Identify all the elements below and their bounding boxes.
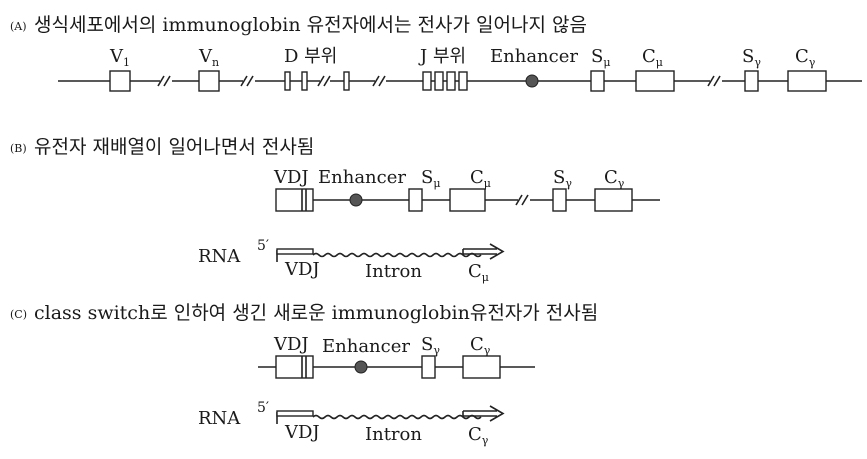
panel-b-tag: (B) [10,142,27,155]
segment-c-mu [449,188,486,212]
rna-transcript-b: RNA 5′ VDJ Intron Cμ [198,238,505,284]
segments-j [422,71,468,91]
panel-a-title: 생식세포에서의 immunoglobin 유전자에서는 전사가 일어나지 않음 [34,14,587,36]
segment-c-gamma [594,188,633,212]
enhancer-dot [349,193,363,207]
segment-c-mu [635,70,675,92]
label-s-mu: Sμ [421,167,441,190]
label-vn: Vn [198,46,219,69]
panel-a-tag: (A) [10,20,27,33]
segment-s-gamma [552,188,567,212]
segment-v1 [109,70,131,92]
enhancer-dot [525,74,539,88]
panel-c-tag: (C) [10,308,27,321]
label-c-gamma: Cγ [604,167,625,190]
label-d-region: D 부위 [284,46,337,67]
label-s-gamma: Sγ [421,334,440,357]
rna-vdj-label: VDJ [284,259,320,280]
segment-s-gamma [744,70,759,92]
segment-vdj [275,188,314,212]
segment-vdj [275,355,314,379]
panel-c-title: class switch로 인하여 생긴 새로운 immunoglobin유전자… [34,302,598,324]
label-enhancer: Enhancer [322,336,410,357]
label-enhancer: Enhancer [318,167,406,188]
segment-s-mu [590,70,605,92]
five-prime-label: 5′ [257,238,269,254]
segment-vn [198,70,220,92]
segment-s-mu [408,188,423,212]
panel-b: (B) 유전자 재배열이 일어나면서 전사됨 VDJ Enhancer Sμ C… [10,136,660,284]
panel-b-title: 유전자 재배열이 일어나면서 전사됨 [34,136,314,158]
label-vdj: VDJ [273,167,309,188]
label-s-gamma: Sγ [553,167,572,190]
label-enhancer: Enhancer [490,46,578,67]
label-s-mu: Sμ [591,46,611,69]
segments-d [284,71,350,91]
rna-label: RNA [198,408,241,429]
label-s-gamma: Sγ [742,46,761,69]
label-c-mu: Cμ [642,46,663,69]
label-vdj: VDJ [273,334,309,355]
rna-intron-label: Intron [365,261,422,282]
panel-a: (A) 생식세포에서의 immunoglobin 유전자에서는 전사가 일어나지… [10,14,862,92]
segment-c-gamma [787,70,827,92]
rna-intron-label: Intron [365,424,422,445]
label-v1: V1 [109,46,130,69]
segment-c-gamma [462,355,501,379]
five-prime-label: 5′ [257,400,269,416]
enhancer-dot [354,360,368,374]
rna-label: RNA [198,246,241,267]
panel-c: (C) class switch로 인하여 생긴 새로운 immunoglobi… [10,302,598,447]
label-c-gamma: Cγ [795,46,816,69]
rna-c-label: Cγ [468,424,489,447]
segment-s-gamma [421,355,436,379]
label-j-region: J 부위 [418,46,466,67]
rna-vdj-label: VDJ [284,422,320,443]
rna-c-label: Cμ [468,261,489,284]
label-c-gamma: Cγ [470,334,491,357]
label-c-mu: Cμ [470,167,491,190]
rna-transcript-c: RNA 5′ VDJ Intron Cγ [198,400,505,447]
